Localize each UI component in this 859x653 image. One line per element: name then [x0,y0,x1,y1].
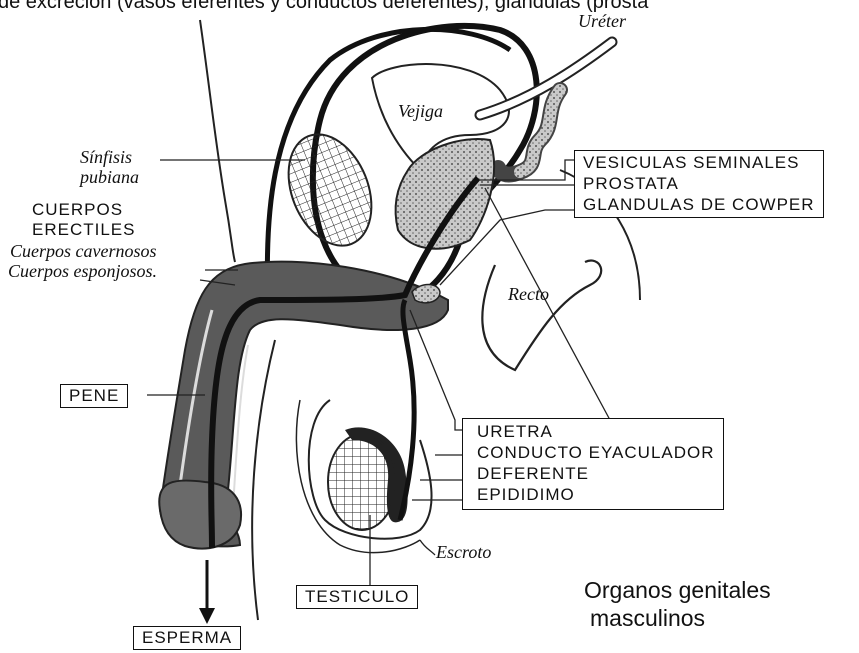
cowper-gland [412,285,440,303]
label-escroto: Escroto [436,543,491,562]
box-ducts: URETRA CONDUCTO EYACULADOR DEFERENTE EPI… [462,418,724,510]
label-vejiga: Vejiga [398,102,443,121]
sinfisis-pubiana-shape [273,122,387,258]
label-deferente: DEFERENTE [477,463,715,484]
label-recto: Recto [508,285,549,304]
esperma-arrow-head [199,608,215,624]
box-esperma: ESPERMA [133,626,241,650]
recto-shape [482,261,601,370]
testiculo-shape [328,434,396,530]
label-cuerpos-cavernosos: Cuerpos cavernosos [10,242,157,261]
label-glandulas-cowper: GLANDULAS DE COWPER [583,194,815,215]
caption-line-1: Organos genitales [584,577,771,604]
label-cuerpos-erectiles-2: ERECTILES [32,220,135,239]
label-sinfisis-1: Sínfisis [80,148,132,167]
label-cuerpos-erectiles-1: CUERPOS [32,200,123,219]
label-epididimo: EPIDIDIMO [477,484,715,505]
label-prostata: PROSTATA [583,173,815,194]
box-glands: VESICULAS SEMINALES PROSTATA GLANDULAS D… [574,150,824,218]
label-conducto-eyaculador: CONDUCTO EYACULADOR [477,442,715,463]
box-pene: PENE [60,384,128,408]
glande-shape [159,480,241,548]
caption-line-2: masculinos [590,605,705,632]
label-sinfisis-2: pubiana [80,168,139,187]
label-ureter: Uréter [578,12,626,31]
thigh-contour [252,340,275,620]
label-vesiculas-seminales: VESICULAS SEMINALES [583,152,815,173]
body-contour [200,20,235,262]
label-cuerpos-esponjosos: Cuerpos esponjosos. [8,262,157,281]
label-uretra: URETRA [477,421,715,442]
box-testiculo: TESTICULO [296,585,418,609]
header-partial-text: de excreción (vasos eferentes y conducto… [0,0,648,12]
